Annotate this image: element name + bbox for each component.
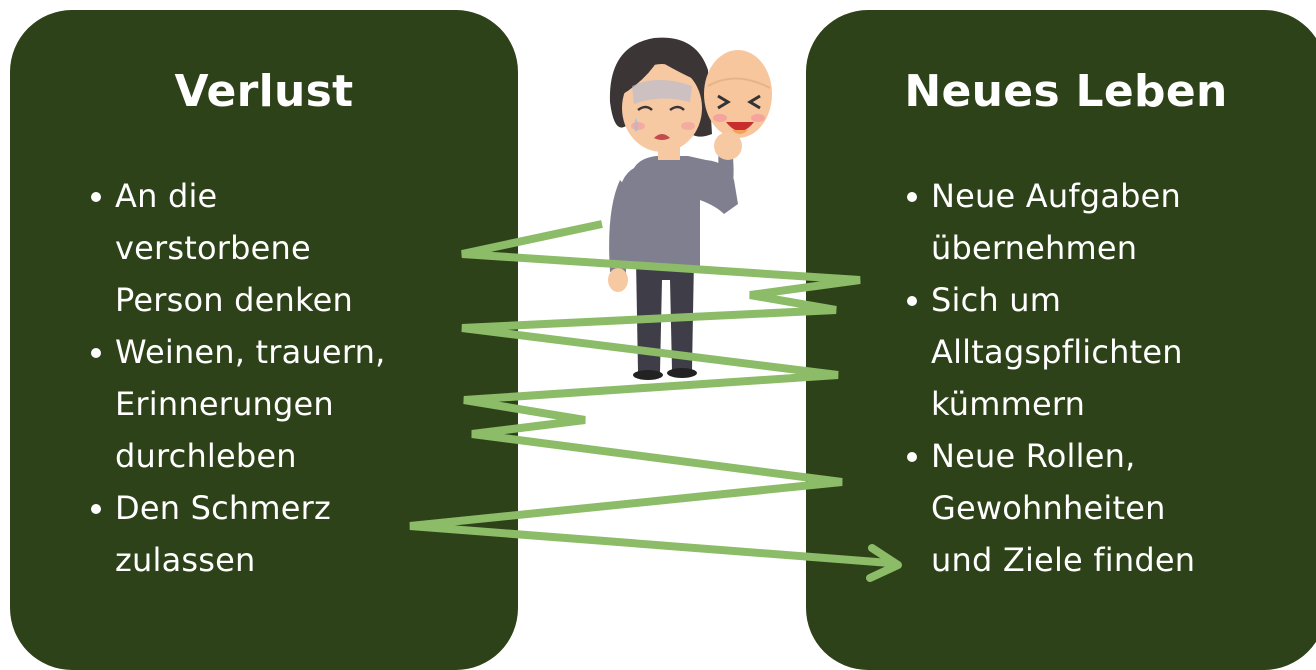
new-life-item: Neue Aufgaben übernehmen: [906, 170, 1236, 274]
loss-list: An die verstorbene Person denken Weinen,…: [90, 170, 420, 586]
new-life-panel: Neues Leben Neue Aufgaben übernehmen Sic…: [806, 10, 1316, 670]
new-life-item: Sich um Alltagspflichten kümmern: [906, 274, 1236, 430]
loss-panel: Verlust An die verstorbene Person denken…: [10, 10, 518, 670]
woman-holding-smiling-mask-illustration: [608, 37, 772, 380]
new-life-item: Neue Rollen, Gewohnheiten und Ziele find…: [906, 430, 1236, 586]
loss-item: Den Schmerz zulassen: [90, 482, 420, 586]
loss-item: An die verstorbene Person denken: [90, 170, 420, 326]
loss-item: Weinen, trauern, Erinnerungen durchleben: [90, 326, 420, 482]
new-life-title: Neues Leben: [904, 66, 1228, 117]
new-life-list: Neue Aufgaben übernehmen Sich um Alltags…: [906, 170, 1236, 586]
loss-title: Verlust: [174, 66, 354, 117]
